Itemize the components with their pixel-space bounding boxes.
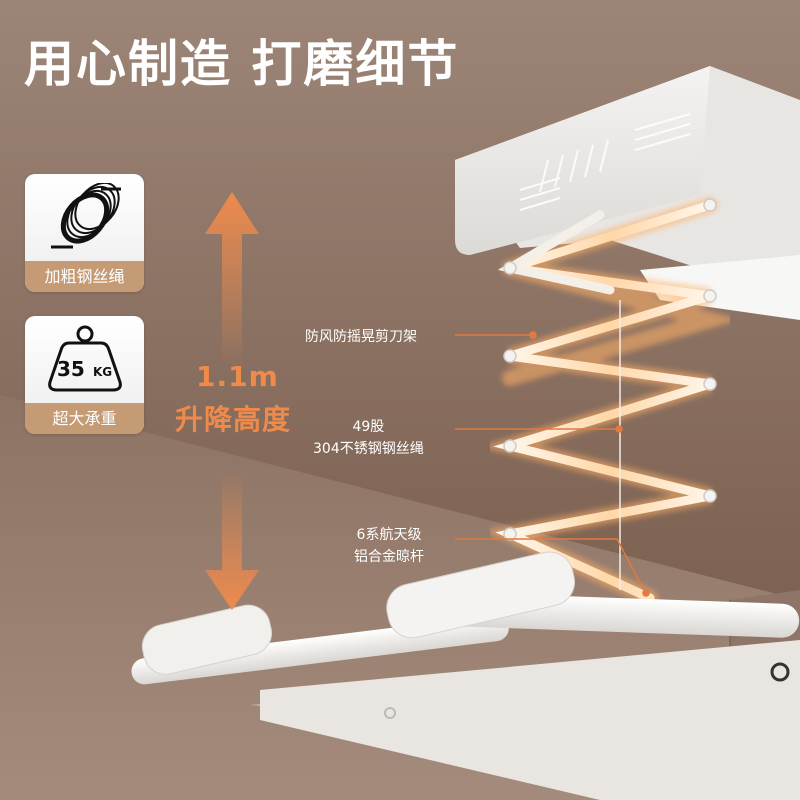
- drying-rails: [131, 551, 800, 800]
- weight-icon: 35 KG: [25, 316, 144, 403]
- steel-wire-coil-icon: [25, 174, 144, 261]
- weight-value: 35: [57, 357, 85, 381]
- lift-height-label: 升降高度: [175, 403, 292, 436]
- feature-card-load-capacity: 35 KG 超大承重: [25, 316, 144, 434]
- callout-steel-wire: 49股 304不锈钢钢丝绳: [313, 416, 424, 460]
- feature-label: 加粗钢丝绳: [25, 261, 144, 292]
- callout-line: 304不锈钢钢丝绳: [313, 441, 424, 457]
- callout-leader-lines: [455, 331, 650, 597]
- arrow-down-icon: [205, 470, 259, 610]
- callout-aluminum-rail: 6系航天级 铝合金晾杆: [354, 524, 424, 568]
- arrow-up-icon: [205, 192, 259, 367]
- feature-card-steel-wire: 加粗钢丝绳: [25, 174, 144, 292]
- motor-housing: [455, 66, 800, 320]
- feature-label: 超大承重: [25, 403, 144, 434]
- callout-line: 6系航天级: [356, 527, 422, 543]
- scissor-arms: [480, 197, 741, 606]
- weight-unit: KG: [93, 365, 112, 379]
- callout-line: 防风防摇晃剪刀架: [305, 329, 417, 345]
- callout-line: 49股: [352, 419, 385, 435]
- lift-height-value: 1.1m: [196, 360, 279, 393]
- callout-scissor-frame: 防风防摇晃剪刀架: [305, 326, 417, 348]
- page-headline: 用心制造 打磨细节: [24, 35, 460, 93]
- callout-line: 铝合金晾杆: [354, 549, 424, 565]
